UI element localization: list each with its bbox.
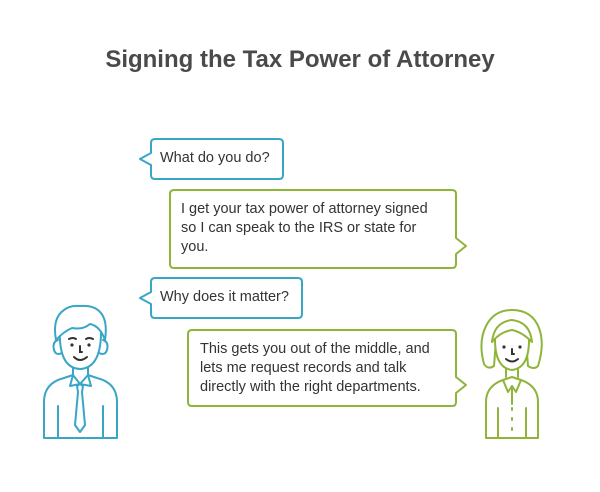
client-message-2: Why does it matter? [160,288,289,307]
speech-bubble-advisor-1 [169,189,467,269]
man-with-tie-icon [43,304,118,439]
advisor-message-1: I get your tax power of attorney signed … [181,200,428,257]
message-line: you. [181,239,209,255]
man-face-details [68,337,94,361]
message-line: I get your tax power of attorney signed [181,201,428,217]
speech-bubble-advisor-2 [187,329,467,407]
woman-face-details [502,345,522,363]
message-line: What do you do? [160,150,270,166]
message-line: directly with the right departments. [200,379,421,395]
message-line: Why does it matter? [160,289,289,305]
woman-icon [480,309,543,439]
message-line: so I can speak to the IRS or state for [181,220,417,236]
message-line: This gets you out of the middle, and [200,341,430,357]
speech-bubble-client-2 [139,277,303,319]
message-line: lets me request records and talk [200,360,407,376]
diagram-title: Signing the Tax Power of Attorney [105,46,495,73]
advisor-message-2: This gets you out of the middle, and let… [200,340,430,397]
speech-bubble-client-1 [139,138,284,180]
client-message-1: What do you do? [160,149,270,168]
